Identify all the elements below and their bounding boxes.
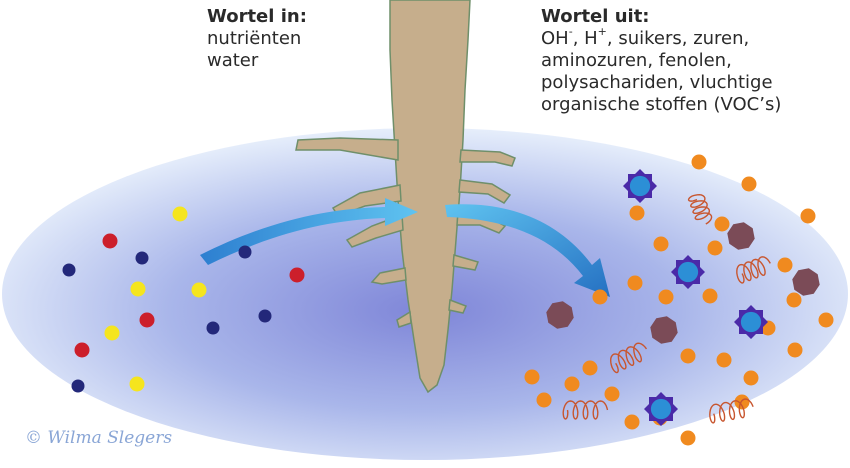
exudate-dot-icon	[582, 360, 598, 376]
nutrient-dot-icon	[206, 321, 220, 335]
nutrient-dot-icon	[102, 233, 118, 249]
exudate-dot-icon	[680, 430, 696, 446]
nutrient-dot-icon	[238, 245, 252, 259]
root-icon	[295, 0, 516, 394]
polygon-molecule-icon	[650, 316, 678, 344]
root-in-title: Wortel in:	[207, 6, 307, 27]
exudate-dot-icon	[741, 176, 757, 192]
exudate-dot-icon	[818, 312, 834, 328]
exudate-dot-icon	[624, 414, 640, 430]
nutrient-dot-icon	[130, 281, 146, 297]
exudate-molecules	[524, 154, 834, 446]
oh-text: OH	[541, 28, 569, 49]
exudate-dot-icon	[524, 369, 540, 385]
nutrient-dot-icon	[191, 282, 207, 298]
nutrient-dot-icon	[129, 376, 145, 392]
copyright-credit: © Wilma Slegers	[25, 428, 173, 448]
exudate-dot-icon	[691, 154, 707, 170]
nutrient-dot-icon	[139, 312, 155, 328]
polygon-molecule-icon	[546, 301, 574, 329]
root-in-label: Wortel in: nutriënten water	[207, 6, 307, 72]
root-out-title: Wortel uit:	[541, 6, 650, 27]
root-out-line-3: polysachariden, vluchtige	[541, 72, 773, 93]
nutrient-dot-icon	[104, 325, 120, 341]
spiral-molecule-icon	[562, 400, 609, 420]
exudate-dot-icon	[680, 348, 696, 364]
star-molecule-core-icon	[740, 311, 762, 333]
exudate-dot-icon	[653, 236, 669, 252]
minus-sign: -	[568, 25, 573, 38]
root-out-line-1: OH-, H+, suikers, zuren,	[541, 25, 781, 50]
spiral-molecule-icon	[687, 193, 713, 225]
nutrient-dot-icon	[135, 251, 149, 265]
h-text: , H	[572, 28, 598, 49]
root-in-line-2: water	[207, 50, 259, 71]
exudate-dot-icon	[629, 205, 645, 221]
exudate-dot-icon	[800, 208, 816, 224]
star-molecule-core-icon	[650, 398, 672, 420]
polygon-molecule-icon	[792, 268, 820, 296]
plus-sign: +	[597, 25, 607, 38]
nutrient-dot-icon	[289, 267, 305, 283]
polygon-molecule-icon	[727, 222, 755, 250]
spiral-molecule-icon	[709, 398, 754, 424]
exudate-dot-icon	[604, 386, 620, 402]
out-line1-rest: , suikers, zuren,	[606, 28, 750, 49]
nutrient-dot-icon	[172, 206, 188, 222]
star-molecule-core-icon	[677, 261, 699, 283]
exudate-dot-icon	[702, 288, 718, 304]
exudate-dot-icon	[716, 352, 732, 368]
nutrient-dot-icon	[258, 309, 272, 323]
exudate-dot-icon	[787, 342, 803, 358]
exudate-dot-icon	[658, 289, 674, 305]
nutrient-dot-icon	[62, 263, 76, 277]
exudate-dot-icon	[743, 370, 759, 386]
spiral-molecule-icon	[736, 256, 771, 284]
root-out-line-4: organische stoffen (VOC’s)	[541, 94, 782, 115]
nutrient-dots	[62, 206, 305, 393]
exudate-dot-icon	[592, 289, 608, 305]
exudate-dot-icon	[707, 240, 723, 256]
outflow-arrow-icon	[445, 204, 610, 297]
exudate-dot-icon	[777, 257, 793, 273]
root-out-line-2: aminozuren, fenolen,	[541, 50, 732, 71]
exudate-dot-icon	[564, 376, 580, 392]
nutrient-dot-icon	[71, 379, 85, 393]
exudate-dot-icon	[734, 394, 750, 410]
inflow-arrow-icon	[200, 198, 418, 265]
nutrient-dot-icon	[74, 342, 90, 358]
star-molecule-core-icon	[629, 175, 651, 197]
exudate-dot-icon	[627, 275, 643, 291]
root-out-label: Wortel uit: OH-, H+, suikers, zuren, ami…	[541, 6, 781, 116]
spiral-molecule-icon	[609, 342, 648, 374]
exudate-dot-icon	[714, 216, 730, 232]
exudate-dot-icon	[536, 392, 552, 408]
exudate-dot-icon	[786, 292, 802, 308]
root-in-line-1: nutriënten	[207, 28, 302, 49]
